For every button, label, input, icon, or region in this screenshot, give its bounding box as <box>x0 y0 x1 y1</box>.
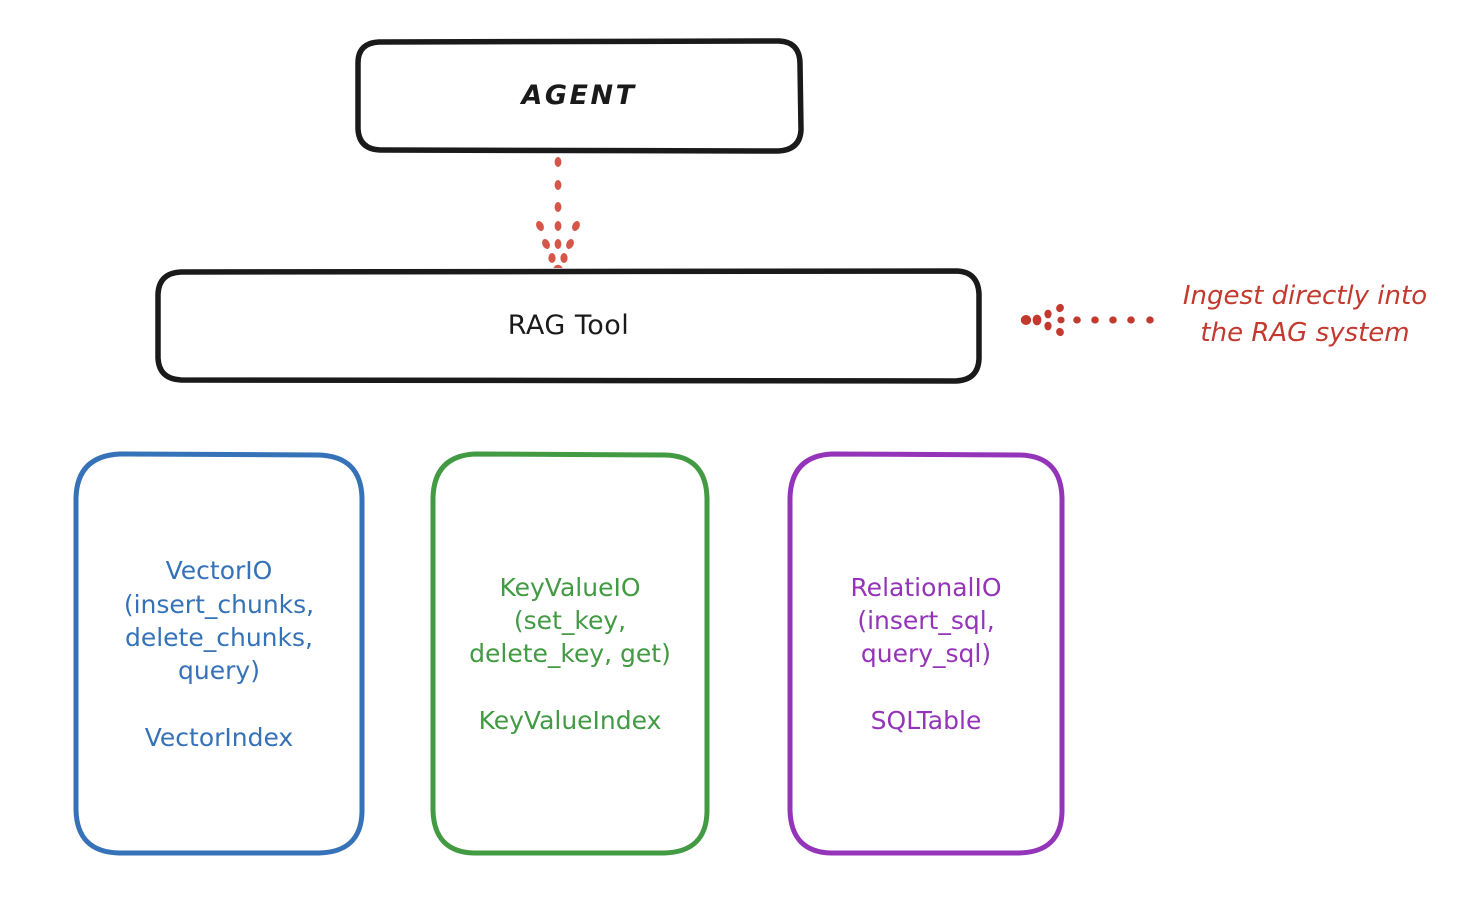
key-value-io-label: KeyValueIO (set_key, delete_key, get) Ke… <box>469 572 671 735</box>
vector-io-label: VectorIO (insert_chunks, delete_chunks, … <box>123 556 315 752</box>
ingest-to-rag-tool-arrow <box>1020 303 1154 337</box>
rag-tool-label: RAG Tool <box>507 309 630 341</box>
relational-io-label: RelationalIO (insert_sql, query_sql) SQL… <box>850 572 1002 735</box>
ingest-annotation-text: Ingest directly into the RAG system <box>1182 281 1428 348</box>
node-relational-io[interactable]: RelationalIO (insert_sql, query_sql) SQL… <box>786 450 1066 858</box>
node-key-value-io[interactable]: KeyValueIO (set_key, delete_key, get) Ke… <box>429 450 711 858</box>
node-agent[interactable]: AGENT <box>355 38 804 154</box>
node-vector-io[interactable]: VectorIO (insert_chunks, delete_chunks, … <box>72 450 366 858</box>
agent-to-rag-tool-arrow <box>536 157 580 276</box>
node-rag-tool[interactable]: RAG Tool <box>155 268 982 384</box>
agent-label: AGENT <box>521 79 637 111</box>
